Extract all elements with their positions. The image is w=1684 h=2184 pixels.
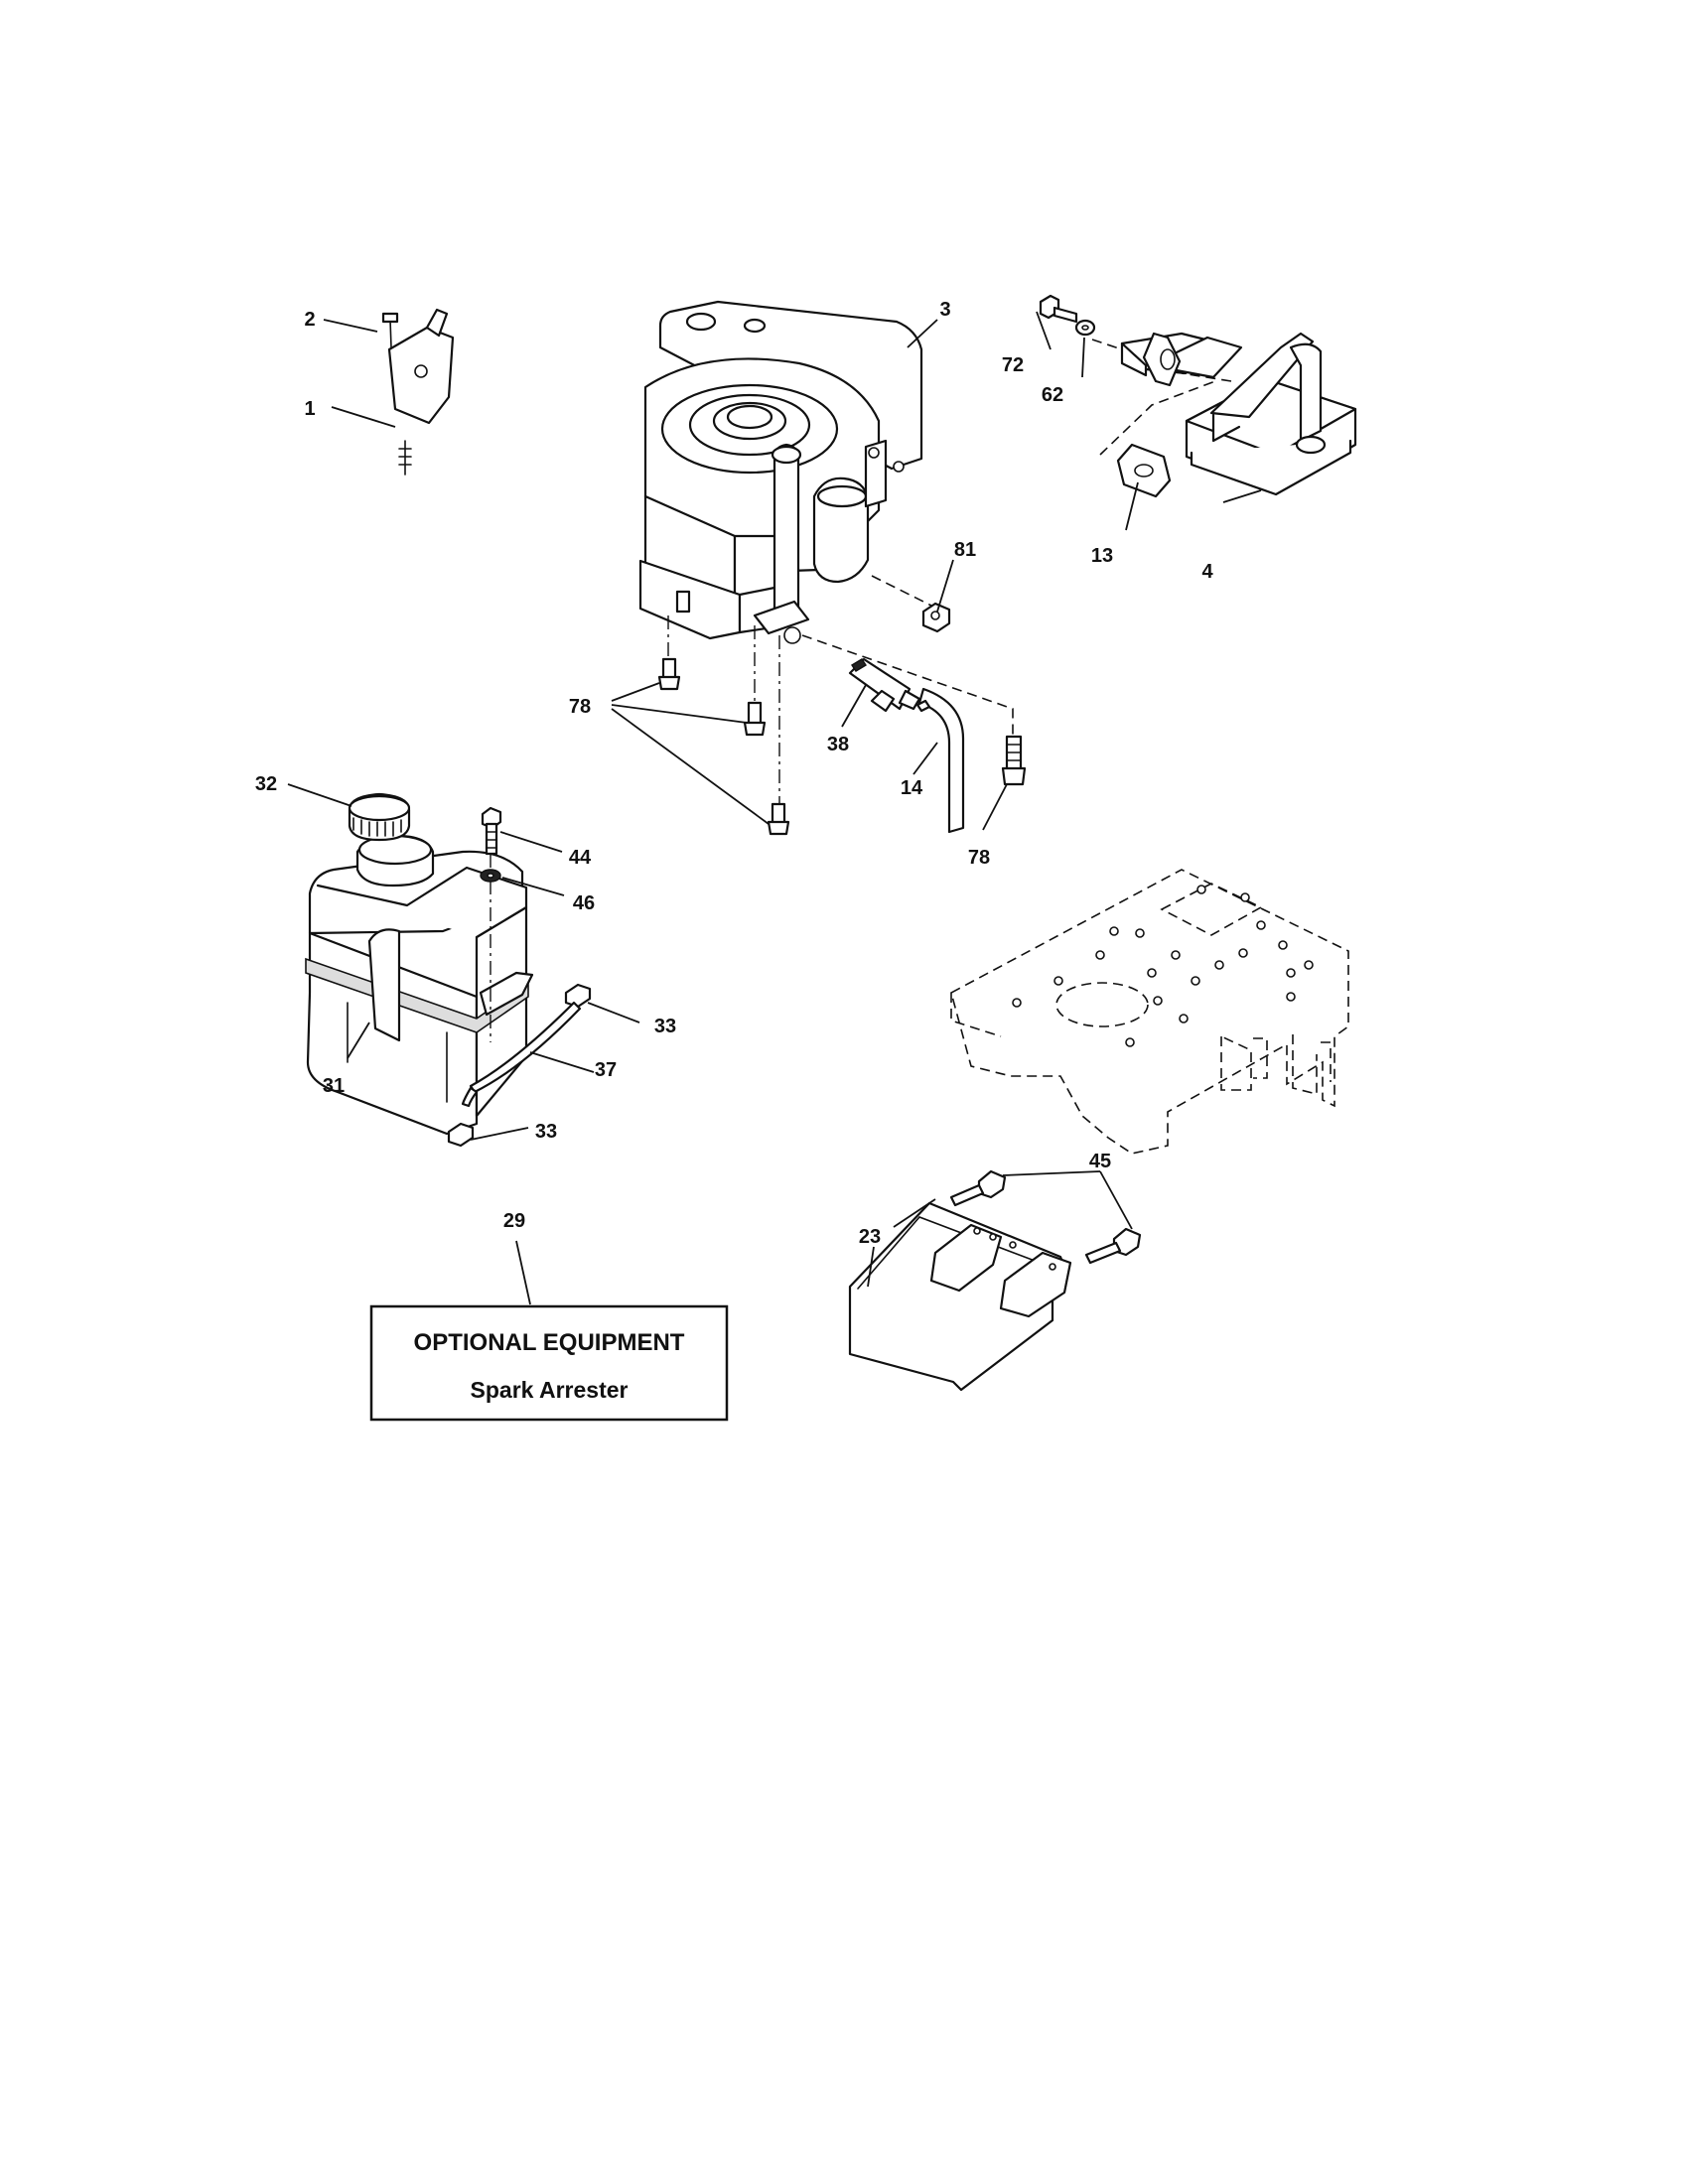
nut-81 — [921, 602, 951, 633]
callout-72: 72 — [1002, 354, 1024, 376]
muffler-part — [1039, 294, 1357, 498]
callout-23: 23 — [859, 1226, 881, 1248]
engine-bolt-78 — [657, 657, 1027, 836]
callout-31: 31 — [323, 1075, 345, 1097]
callout-13: 13 — [1091, 545, 1113, 567]
callout-81: 81 — [954, 539, 976, 561]
bracket-23-part — [848, 1169, 1142, 1392]
optional-equipment-title: OPTIONAL EQUIPMENT — [414, 1329, 685, 1356]
callout-44: 44 — [569, 847, 592, 869]
fuel-filter-part — [848, 657, 965, 834]
screw-44 — [481, 806, 502, 856]
optional-equipment-box: OPTIONAL EQUIPMENT Spark Arrester — [369, 1304, 729, 1422]
chassis-plate — [950, 869, 1349, 1155]
spark-arrester-label: Spark Arrester — [471, 1377, 629, 1403]
fuel-tank-part — [305, 834, 534, 1136]
fuel-line-part — [447, 983, 592, 1148]
washer-46 — [480, 869, 501, 883]
callout-29: 29 — [503, 1210, 525, 1232]
callout-78b: 78 — [968, 847, 990, 869]
callout-14: 14 — [901, 777, 923, 799]
callout-45: 45 — [1089, 1151, 1111, 1172]
callout-labels: 1 2 3 4 13 14 23 29 31 32 33 33 37 38 44… — [255, 299, 1214, 1248]
callout-46: 46 — [573, 892, 595, 914]
fuel-cap-part — [348, 792, 411, 842]
callout-33a: 33 — [654, 1016, 676, 1037]
engine-part — [638, 300, 1014, 814]
leader-lines — [287, 311, 1262, 1305]
throttle-control-part — [381, 308, 455, 476]
callout-4: 4 — [1201, 561, 1213, 583]
callout-37: 37 — [595, 1059, 617, 1081]
callout-1: 1 — [304, 398, 315, 420]
callout-33b: 33 — [535, 1121, 557, 1143]
callout-78a: 78 — [569, 696, 591, 718]
callout-2: 2 — [304, 309, 315, 331]
callout-38: 38 — [827, 734, 849, 755]
callout-62: 62 — [1042, 384, 1063, 406]
callout-32: 32 — [255, 773, 277, 795]
callout-3: 3 — [939, 299, 950, 321]
